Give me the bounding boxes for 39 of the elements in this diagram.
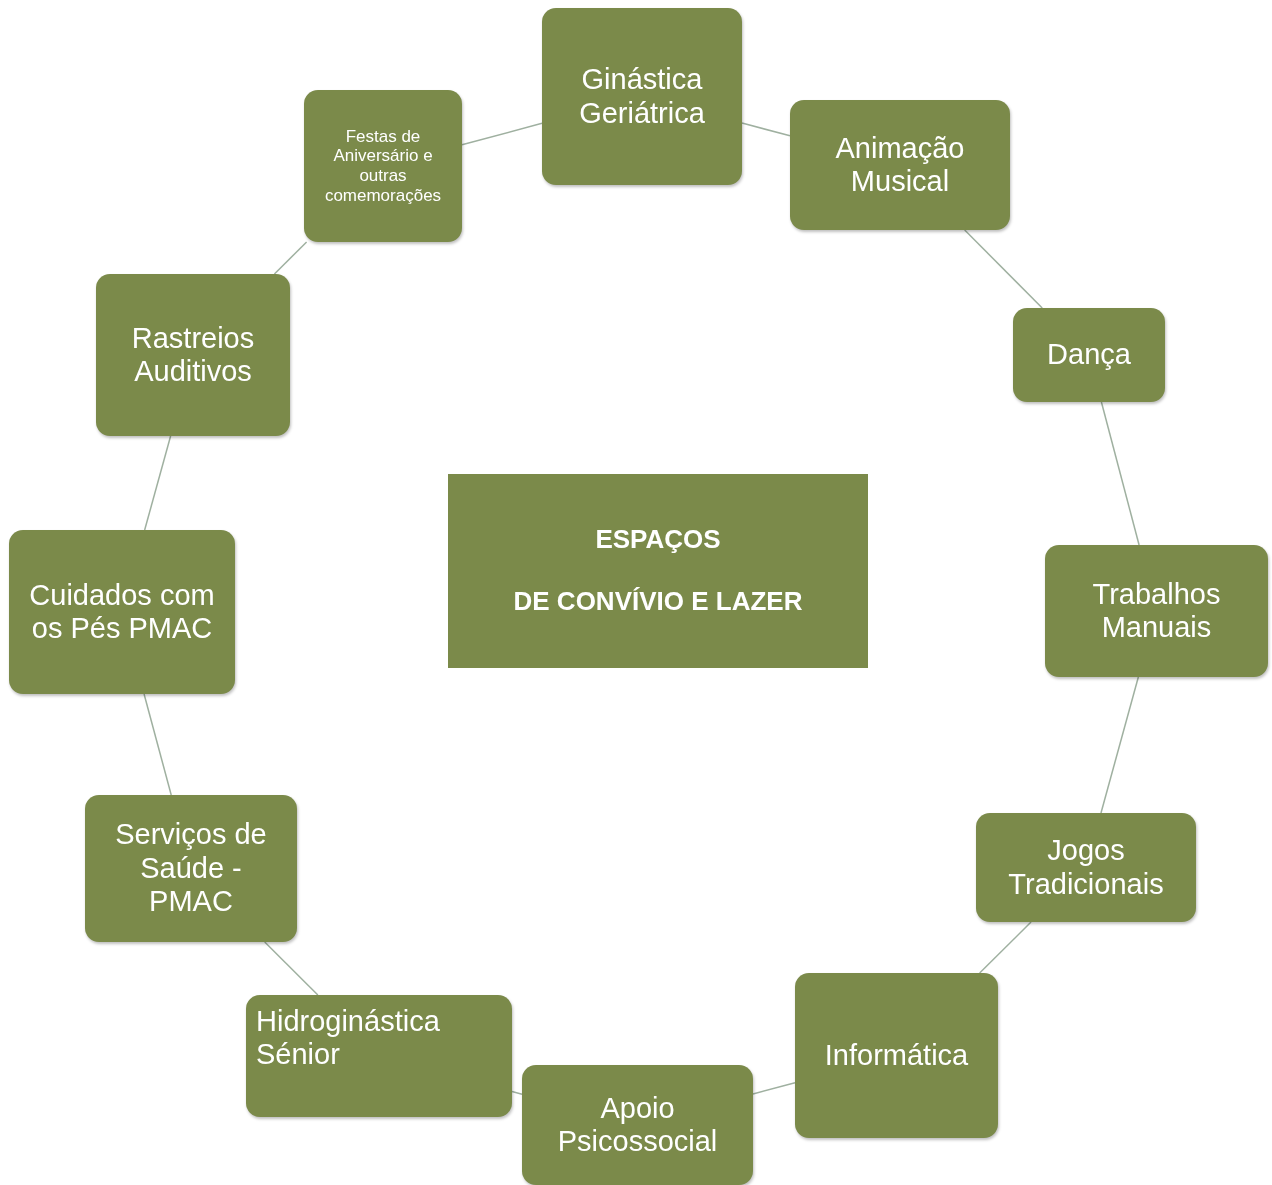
activity-box — [976, 813, 1196, 922]
node-text: Dança — [1047, 338, 1131, 372]
node-text: Festas de Aniversário e outras comemorações — [323, 126, 443, 206]
activity-box — [85, 795, 297, 942]
node-text: Hidroginástica Sénior — [256, 1005, 441, 1072]
activity-box — [304, 90, 462, 242]
connector-line — [752, 1082, 796, 1095]
connector-line — [511, 1090, 523, 1095]
connector-line — [273, 241, 308, 275]
node-text: Ginástica Geriátrica — [578, 63, 706, 130]
node-text: Trabalhos Manuais — [1091, 577, 1222, 645]
connector-line — [263, 941, 319, 996]
node-text: Cuidados com os Pés PMAC — [28, 578, 216, 646]
connector-line — [143, 693, 172, 796]
node-text: DE CONVÍVIO E LAZER — [513, 587, 803, 617]
connector-line — [1100, 401, 1140, 546]
activity-box — [246, 995, 512, 1117]
activity-box — [1045, 545, 1268, 677]
connector-line — [741, 122, 791, 137]
node-text: Jogos Tradicionais — [1007, 834, 1165, 901]
connector-line — [143, 435, 172, 531]
connector-line — [963, 229, 1043, 309]
activity-box — [542, 8, 742, 185]
title-box — [448, 474, 868, 668]
node-text: Apoio Psicossocial — [556, 1091, 719, 1159]
connector-line — [461, 122, 543, 146]
node-text: Informática — [824, 1038, 969, 1073]
connector-line — [1100, 676, 1140, 814]
activity-box — [795, 973, 998, 1138]
activity-box — [790, 100, 1010, 230]
connector-line — [978, 921, 1032, 974]
node-text: ESPAÇOS — [595, 525, 721, 555]
activity-box — [1013, 308, 1165, 402]
activity-box — [96, 274, 290, 436]
node-text: Rastreios Auditivos — [130, 321, 256, 389]
node-text: Serviços de Saúde - PMAC — [114, 818, 268, 919]
activity-box — [522, 1065, 753, 1185]
node-text: Animação Musical — [834, 131, 966, 199]
activity-box — [9, 530, 235, 694]
